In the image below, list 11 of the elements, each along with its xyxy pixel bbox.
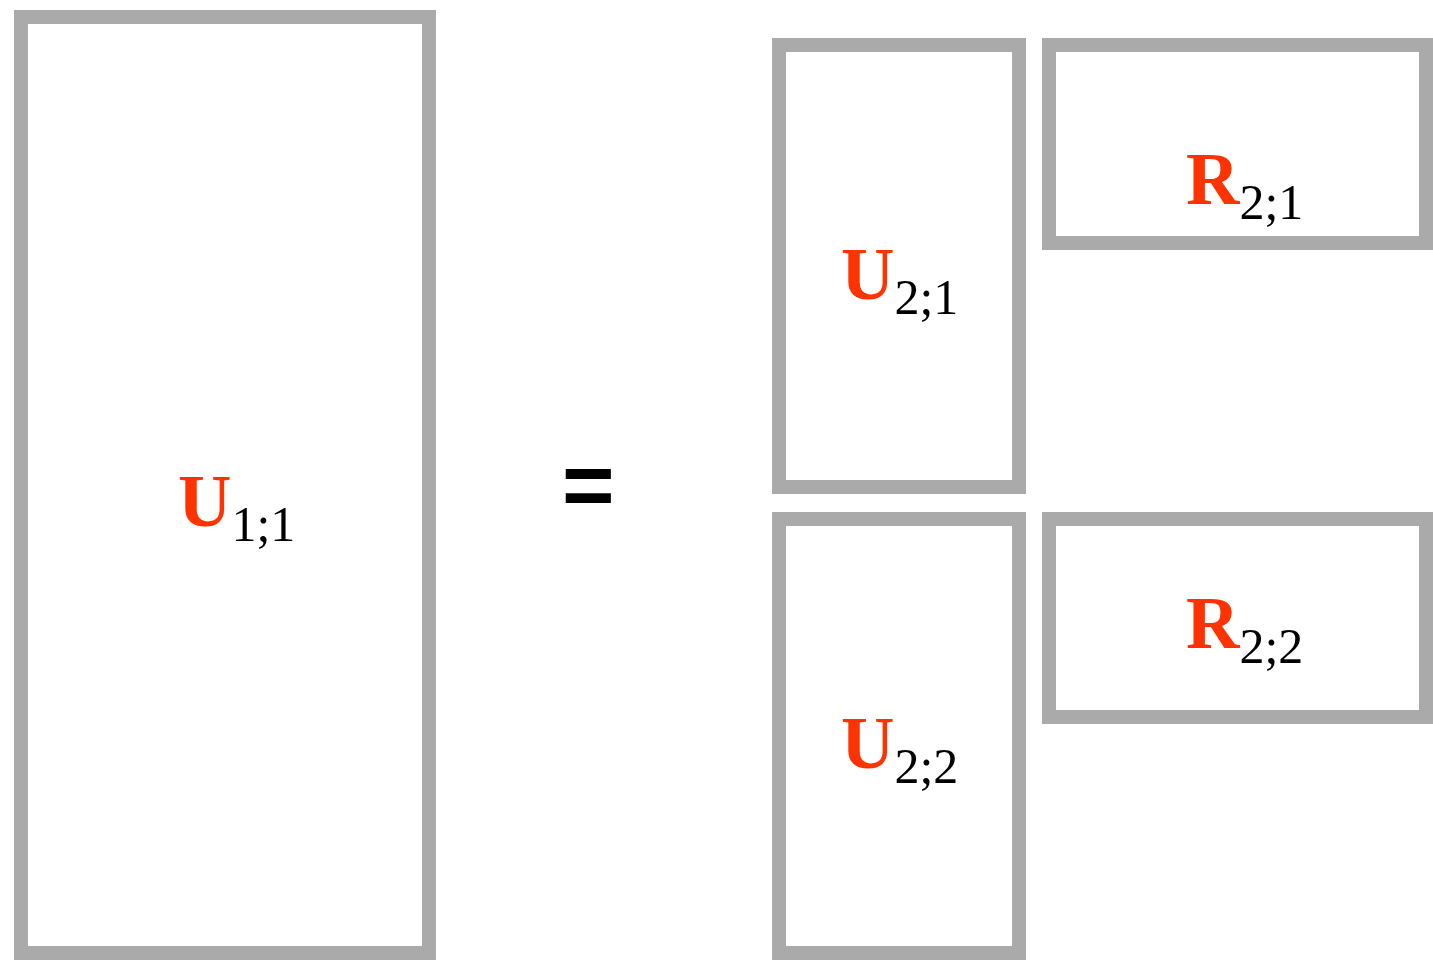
matrix-label: U$_{1;1}$ [178, 464, 296, 549]
matrix-label: U$_{2;2}$ [841, 706, 959, 791]
matrix-block [14, 10, 436, 960]
matrix-block [1042, 38, 1433, 250]
equals-sign: = [562, 440, 615, 530]
matrix-block [772, 38, 1026, 494]
matrix-label: R$_{2;2}$ [1186, 586, 1304, 671]
matrix-block [1042, 512, 1433, 724]
matrix-label: U$_{2;1}$ [841, 237, 959, 322]
matrix-block [772, 512, 1026, 960]
matrix-label: R$_{2;1}$ [1186, 142, 1304, 227]
